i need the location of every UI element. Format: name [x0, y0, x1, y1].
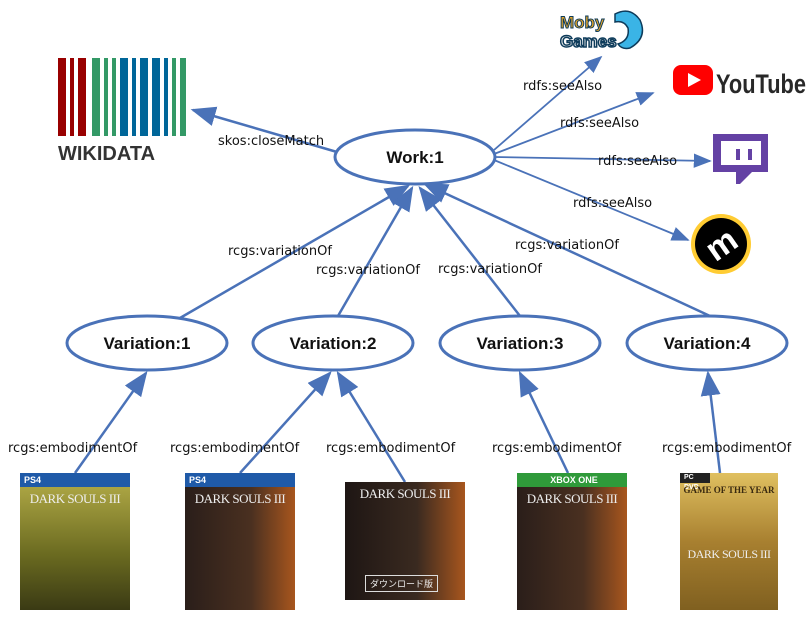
cover-pc-goty[interactable]: PC DVD GAME OF THE YEAR DARK SOULS III: [680, 473, 778, 610]
node-variation-1[interactable]: [65, 314, 229, 372]
edge-label: rcgs:embodimentOf: [492, 441, 622, 456]
platform-band: XBOX ONE: [517, 473, 627, 487]
cover-ps4[interactable]: PS4 DARK SOULS III: [20, 473, 130, 610]
edge-label: rdfs:seeAlso: [560, 116, 639, 131]
svg-text:YouTube: YouTube: [716, 69, 806, 99]
edge-variation-3: [418, 186, 521, 317]
edge-label: rdfs:seeAlso: [573, 196, 652, 211]
twitch-logo: [713, 134, 768, 184]
edge-embodiment-1: [73, 370, 148, 474]
edge-variation-4: [422, 182, 711, 318]
edge-label: rcgs:variationOf: [228, 244, 332, 259]
node-label: Variation:4: [664, 334, 751, 353]
svg-text:Moby: Moby: [560, 13, 605, 32]
edge-seealso-moby: [493, 55, 603, 151]
cover-download[interactable]: DARK SOULS III ダウンロード版: [345, 482, 465, 600]
edges: [73, 55, 722, 483]
cover-subtitle: GAME OF THE YEAR: [683, 485, 775, 495]
edge-variation-1: [179, 184, 411, 320]
edge-seealso-youtube: [493, 92, 655, 155]
node-variation-3[interactable]: [438, 314, 602, 372]
node-label: Work:1: [386, 148, 443, 167]
edge-embodiment-2: [239, 371, 332, 474]
node-variation-2[interactable]: [251, 314, 415, 372]
edge-label: rcgs:embodimentOf: [662, 441, 792, 456]
cover-ps4-fire-fades[interactable]: PS4 DARK SOULS III: [185, 473, 295, 610]
cover-xbox-one[interactable]: XBOX ONE DARK SOULS III: [517, 473, 627, 610]
edge-variation-2: [336, 185, 414, 317]
edge-label: rcgs:embodimentOf: [170, 441, 300, 456]
wikidata-logo: WIKIDATA: [58, 58, 186, 165]
node-label: Variation:3: [477, 334, 564, 353]
platform-band: PC DVD: [680, 473, 710, 491]
platform-band: PS4: [185, 473, 295, 487]
metacritic-logo: m: [691, 214, 751, 274]
edge-embodiment-4: [518, 370, 570, 474]
edge-label: rdfs:seeAlso: [598, 154, 677, 169]
edge-label: rcgs:embodimentOf: [8, 441, 138, 456]
node-work-1[interactable]: [333, 128, 497, 186]
node-label: Variation:1: [104, 334, 191, 353]
edge-label: rcgs:variationOf: [515, 238, 619, 253]
node-variation-4[interactable]: [625, 314, 789, 372]
edge-label: rcgs:variationOf: [316, 263, 420, 278]
edge-label: skos:closeMatch: [218, 134, 324, 149]
wikidata-wordmark: WIKIDATA: [58, 143, 155, 165]
cover-title: DARK SOULS III: [29, 491, 121, 506]
edge-embodiment-3: [336, 370, 407, 483]
edge-label: rcgs:embodimentOf: [326, 441, 456, 456]
edge-label: rcgs:variationOf: [438, 262, 542, 277]
cover-title: DARK SOULS III: [359, 486, 451, 501]
youtube-logo: YouTube: [673, 65, 806, 99]
edge-seealso-twitch: [493, 153, 712, 168]
edge-seealso-metacritic: [493, 159, 690, 241]
cover-title: DARK SOULS III: [526, 491, 618, 506]
node-label: Variation:2: [290, 334, 377, 353]
cover-title: DARK SOULS III: [194, 491, 286, 506]
mobygames-logo: Moby Games: [559, 10, 644, 52]
cover-subtitle: ダウンロード版: [365, 575, 439, 592]
platform-band: PS4: [20, 473, 130, 487]
svg-text:Games: Games: [560, 32, 617, 51]
edge-closematch: [190, 106, 338, 154]
cover-title: DARK SOULS III: [687, 547, 772, 561]
edge-label: rdfs:seeAlso: [523, 79, 602, 94]
edge-embodiment-5: [700, 370, 722, 474]
